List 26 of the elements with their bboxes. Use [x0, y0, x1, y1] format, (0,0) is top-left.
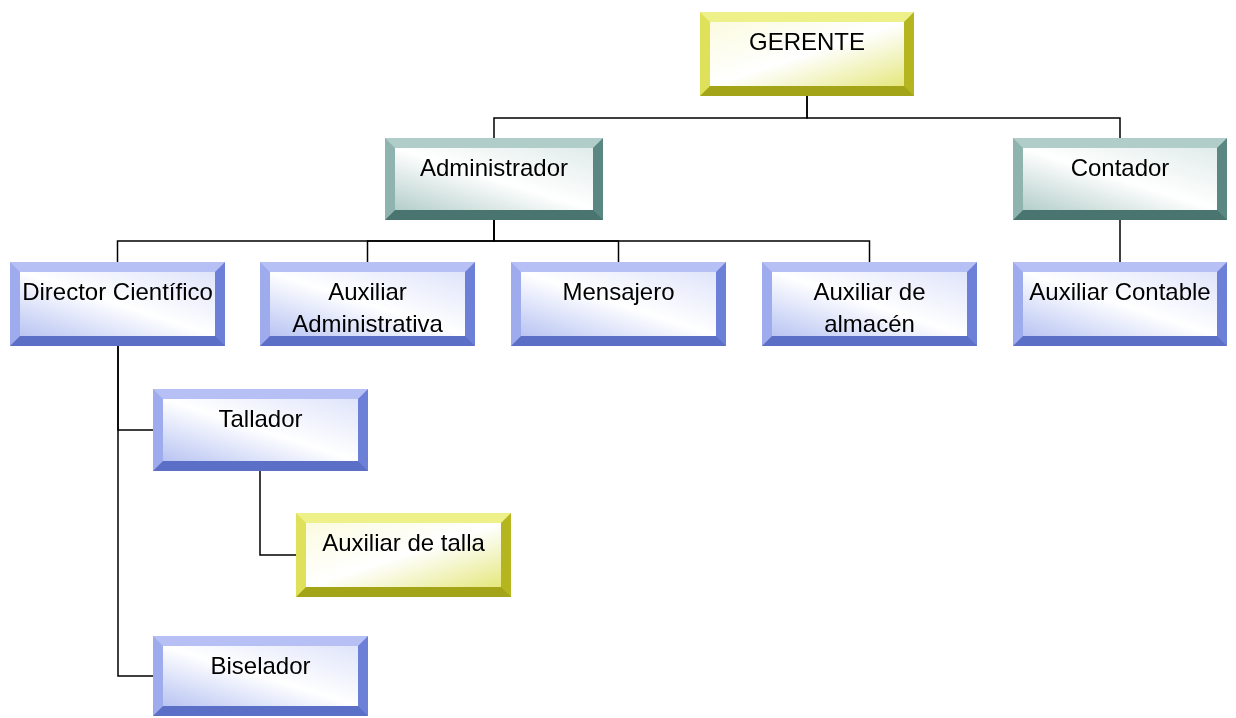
connector-line — [117, 345, 154, 677]
position-box — [296, 513, 511, 597]
position-title: Contador — [1070, 153, 1170, 183]
position-title: Mensajero — [562, 277, 675, 307]
position-title: Administrador — [419, 153, 569, 183]
position-box — [1013, 262, 1227, 346]
position-title: Auxiliar de almacén — [812, 277, 927, 339]
position-title: Tallador — [218, 404, 303, 434]
position-box — [260, 262, 475, 346]
position-title: Auxiliar de talla — [322, 528, 485, 558]
connector-line — [259, 470, 297, 556]
connector-line — [806, 95, 1121, 139]
position-title: Auxiliar Contable — [1029, 277, 1211, 307]
position-title: GERENTE — [749, 27, 865, 57]
position-box — [511, 262, 726, 346]
position-box — [153, 636, 368, 716]
position-box — [385, 138, 603, 220]
position-title: Auxiliar Administrativa — [291, 277, 444, 339]
position-box — [10, 262, 225, 346]
connector-line — [1119, 219, 1121, 263]
position-title: Director Científico — [22, 277, 213, 307]
position-title: Biselador — [210, 651, 311, 681]
position-box — [700, 12, 914, 96]
position-box — [153, 389, 368, 471]
position-box — [1013, 138, 1227, 220]
position-box — [762, 262, 977, 346]
